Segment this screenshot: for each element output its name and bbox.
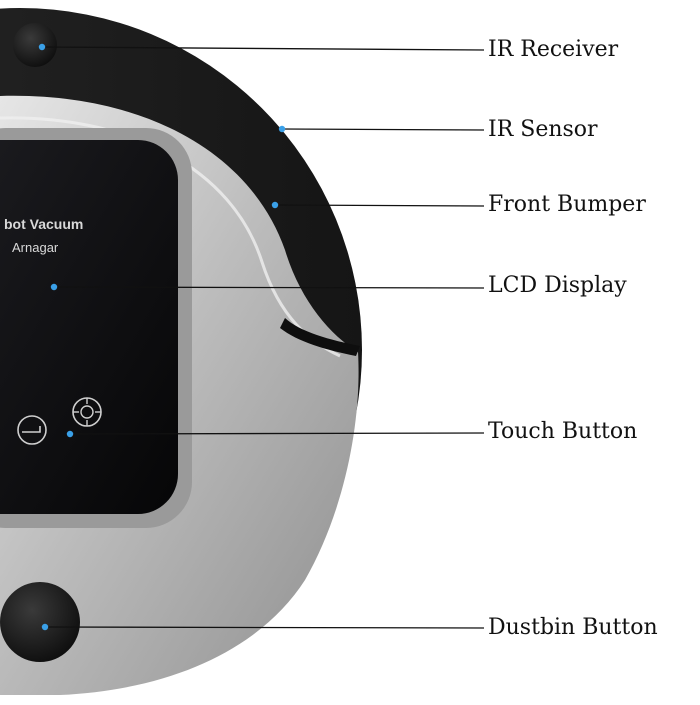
dustbin-button-cap bbox=[0, 582, 80, 662]
leader-line-front-bumper bbox=[274, 204, 485, 207]
marker-touch-button bbox=[66, 430, 74, 438]
panel-brand: Arnagar bbox=[12, 240, 59, 255]
touch-clean-icon bbox=[72, 397, 102, 427]
callout-layer bbox=[38, 43, 485, 631]
ir-receiver-bump bbox=[13, 23, 57, 67]
label-ir-sensor: IR Sensor bbox=[488, 117, 598, 142]
label-ir-receiver: IR Receiver bbox=[488, 37, 619, 62]
leader-line-lcd-display bbox=[53, 286, 485, 289]
marker-lcd-display bbox=[50, 283, 58, 291]
lcd-screen bbox=[0, 140, 178, 514]
leader-line-ir-sensor bbox=[281, 128, 485, 131]
marker-dustbin-button bbox=[41, 623, 49, 631]
leader-line-dustbin-button bbox=[44, 626, 485, 629]
marker-front-bumper bbox=[271, 201, 279, 209]
touch-home-icon bbox=[17, 415, 47, 445]
label-lcd-display: LCD Display bbox=[488, 273, 627, 298]
panel-title: bot Vacuum bbox=[4, 216, 84, 232]
marker-ir-sensor bbox=[278, 125, 286, 133]
leader-line-ir-receiver bbox=[41, 46, 485, 51]
marker-ir-receiver bbox=[38, 43, 46, 51]
leader-line-touch-button bbox=[69, 432, 485, 435]
label-dustbin-button: Dustbin Button bbox=[488, 615, 658, 640]
label-front-bumper: Front Bumper bbox=[488, 192, 646, 217]
bumper-notch bbox=[280, 318, 360, 356]
label-touch-button: Touch Button bbox=[488, 419, 638, 444]
